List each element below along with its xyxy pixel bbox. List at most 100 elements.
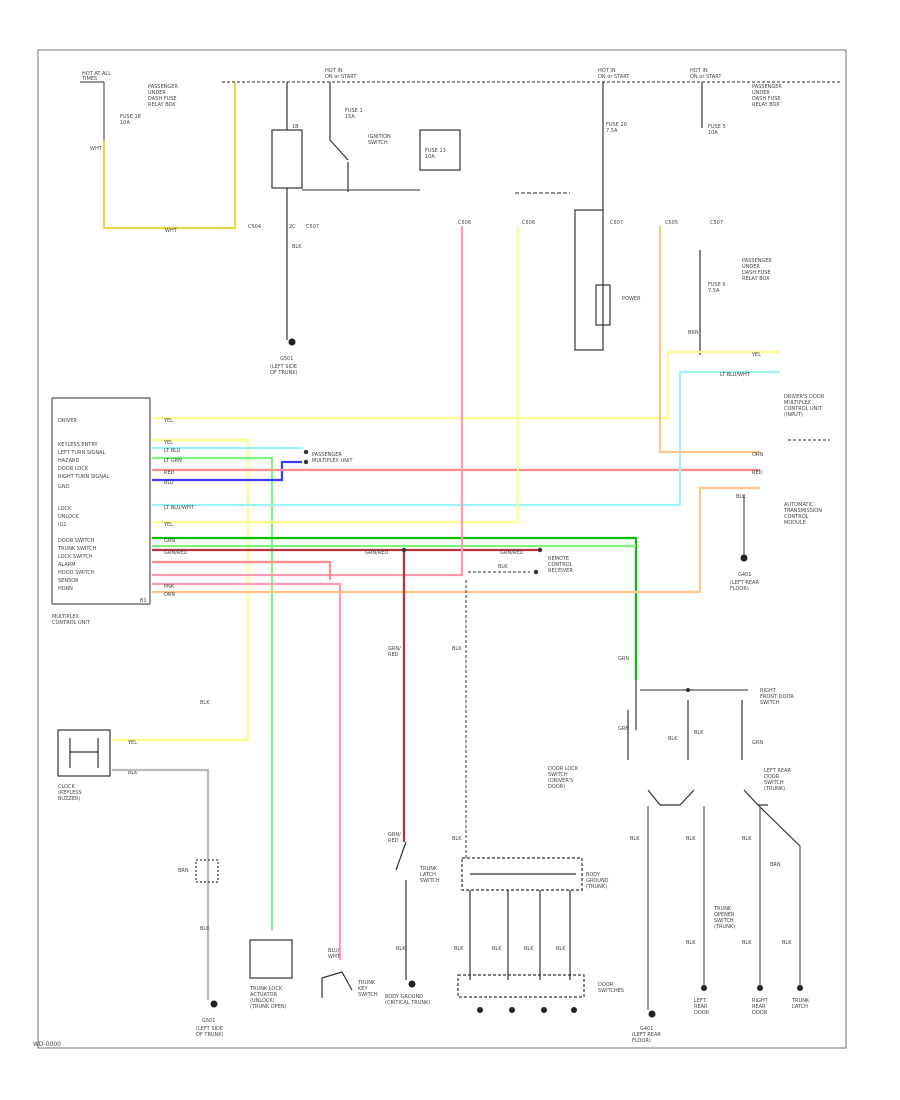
svg-text:KEY: KEY <box>358 986 368 992</box>
svg-text:BLU/: BLU/ <box>328 948 340 954</box>
svg-text:C506: C506 <box>522 220 535 226</box>
door-lock-switch-group: BLK BLK BODY GROUND (TRUNK) BLK BLK BLK … <box>452 580 624 1013</box>
svg-text:SWITCH: SWITCH <box>764 780 784 786</box>
svg-text:LT BLU/WHT: LT BLU/WHT <box>720 372 751 378</box>
svg-text:HAZARD: HAZARD <box>58 458 80 464</box>
svg-text:C504: C504 <box>248 224 261 230</box>
svg-text:DASH FUSE: DASH FUSE <box>752 96 781 102</box>
wire-yel-keyless <box>112 438 250 742</box>
svg-text:KEYLESS ENTRY: KEYLESS ENTRY <box>58 442 98 448</box>
wire-yel-blk-top <box>102 82 237 230</box>
svg-text:FUSE 18: FUSE 18 <box>120 114 141 120</box>
svg-text:BLK: BLK <box>694 730 704 736</box>
svg-text:SWITCH: SWITCH <box>420 878 440 884</box>
diagram-frame <box>37 49 847 1049</box>
svg-text:MULTIPLEX: MULTIPLEX <box>784 400 812 406</box>
svg-text:(LEFT REAR: (LEFT REAR <box>730 580 759 586</box>
svg-text:LT BLU/WHT: LT BLU/WHT <box>164 505 195 511</box>
wire-pnk-trunk <box>152 582 342 960</box>
svg-text:ON or START: ON or START <box>690 74 722 80</box>
svg-text:IG1: IG1 <box>58 522 67 528</box>
svg-text:BLK: BLK <box>742 836 752 842</box>
svg-text:BUZZER): BUZZER) <box>58 796 80 802</box>
svg-text:RIGHT: RIGHT <box>760 688 777 694</box>
svg-text:MULTIPLEX: MULTIPLEX <box>52 614 80 620</box>
svg-text:ALARM: ALARM <box>58 562 76 568</box>
svg-text:FUSE 5: FUSE 5 <box>708 124 726 130</box>
wire-grn-ig <box>152 536 638 680</box>
svg-text:C507: C507 <box>710 220 723 226</box>
svg-text:IGNITION: IGNITION <box>368 134 391 140</box>
svg-text:BLK: BLK <box>686 940 696 946</box>
svg-text:POWER: POWER <box>622 296 641 302</box>
svg-text:7.5A: 7.5A <box>708 288 720 294</box>
svg-text:LATCH: LATCH <box>792 1004 808 1010</box>
svg-text:BODY: BODY <box>586 872 601 878</box>
svg-text:SENSOR: SENSOR <box>58 578 79 584</box>
svg-text:(LEFT SIDE: (LEFT SIDE <box>196 1026 223 1032</box>
svg-text:LT GRN: LT GRN <box>164 458 182 464</box>
svg-text:DOOR LOCK: DOOR LOCK <box>548 766 579 772</box>
svg-text:CONTROL: CONTROL <box>784 514 809 520</box>
svg-text:DRIVER'S DOOR: DRIVER'S DOOR <box>784 394 825 400</box>
svg-text:C507: C507 <box>610 220 623 226</box>
svg-text:BODY GROUND: BODY GROUND <box>385 994 423 1000</box>
svg-text:10A: 10A <box>120 120 130 126</box>
svg-text:OF TRUNK): OF TRUNK) <box>270 370 298 376</box>
svg-text:B1: B1 <box>140 598 147 604</box>
svg-text:BLK: BLK <box>524 946 534 952</box>
svg-text:DASH FUSE: DASH FUSE <box>148 96 177 102</box>
wire-blk-clock <box>112 768 210 1000</box>
svg-text:ORN: ORN <box>164 592 175 598</box>
wire-red-trunk <box>152 560 332 580</box>
svg-text:UNDER: UNDER <box>752 90 770 96</box>
svg-text:C505: C505 <box>665 220 678 226</box>
svg-text:BLK: BLK <box>200 700 210 706</box>
svg-text:LATCH: LATCH <box>420 872 436 878</box>
svg-text:G501: G501 <box>202 1018 215 1024</box>
svg-text:PASSENGER: PASSENGER <box>148 84 178 90</box>
svg-text:ORN: ORN <box>752 452 763 458</box>
svg-text:RED: RED <box>164 470 175 476</box>
svg-text:ON or START: ON or START <box>598 74 630 80</box>
wire-ltgrn-hazard <box>152 456 274 930</box>
svg-text:DOOR: DOOR <box>598 982 614 988</box>
svg-text:2C: 2C <box>289 224 296 230</box>
svg-text:RELAY BOX: RELAY BOX <box>752 102 780 108</box>
svg-text:7.5A: 7.5A <box>606 128 618 134</box>
svg-text:SWITCH: SWITCH <box>714 918 734 924</box>
svg-text:TRUNK SWITCH: TRUNK SWITCH <box>57 546 97 552</box>
svg-text:(LEFT SIDE: (LEFT SIDE <box>270 364 297 370</box>
svg-text:LOCK SWITCH: LOCK SWITCH <box>58 554 93 560</box>
svg-text:C506: C506 <box>458 220 471 226</box>
svg-text:BLK: BLK <box>782 940 792 946</box>
svg-text:YEL: YEL <box>163 522 173 528</box>
svg-text:BLK: BLK <box>498 564 508 570</box>
svg-text:TRUNK LOCK: TRUNK LOCK <box>249 986 283 992</box>
svg-text:YEL: YEL <box>163 440 173 446</box>
svg-text:GND: GND <box>58 484 70 490</box>
svg-text:BLK: BLK <box>292 244 302 250</box>
svg-text:GRN: GRN <box>164 538 175 544</box>
svg-text:GRN: GRN <box>618 726 629 732</box>
svg-text:PNK: PNK <box>164 584 175 590</box>
svg-text:CLOCK: CLOCK <box>58 784 76 790</box>
svg-text:BLK: BLK <box>492 946 502 952</box>
wire-orn-horn <box>152 486 760 594</box>
svg-text:BRN: BRN <box>688 330 699 336</box>
svg-text:SWITCH: SWITCH <box>760 700 780 706</box>
keyless-control-unit: MULTIPLEX CONTROL UNIT DRIVER KEYLESS EN… <box>51 397 151 626</box>
svg-text:MULTIPLEX UNIT: MULTIPLEX UNIT <box>312 458 353 464</box>
svg-text:LEFT REAR: LEFT REAR <box>764 768 791 774</box>
svg-text:CONTROL UNIT: CONTROL UNIT <box>52 620 91 626</box>
svg-text:DOOR: DOOR <box>694 1010 710 1016</box>
svg-text:BLK: BLK <box>668 736 678 742</box>
svg-text:SWITCHES: SWITCHES <box>598 988 624 994</box>
svg-text:DASH FUSE: DASH FUSE <box>742 270 771 276</box>
svg-text:RED: RED <box>388 838 399 844</box>
bus-wires: PASSENGER MULTIPLEX UNIT GRN/RED GRN/RED… <box>112 226 780 960</box>
svg-text:DOOR: DOOR <box>764 774 780 780</box>
top-power-section: HOT AT ALL TIMES PASSENGER UNDER DASH FU… <box>80 68 840 376</box>
svg-text:(TRUNK): (TRUNK) <box>586 884 607 890</box>
